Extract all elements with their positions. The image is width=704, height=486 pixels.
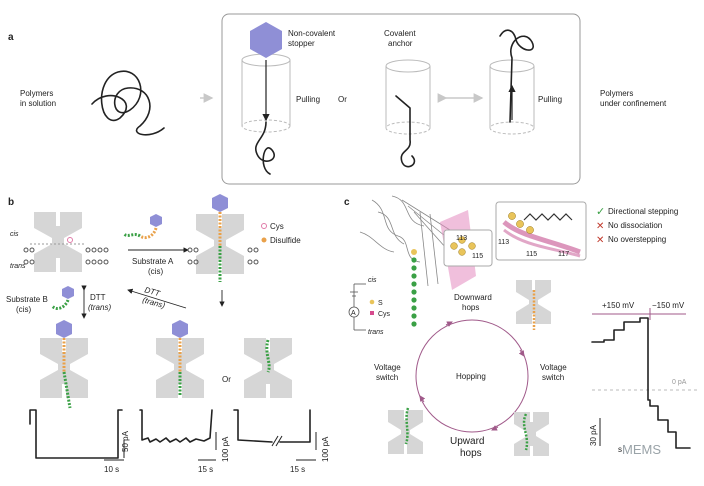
trace-1 (29, 409, 123, 459)
voltage-switch-right-line1: Voltage (540, 363, 567, 372)
scale-pa-label: 30 pA (589, 424, 598, 446)
scale-1-pa: 50 pA (121, 430, 130, 452)
pore-2-stopper (212, 194, 228, 212)
substrate-a-line2: (cis) (148, 267, 163, 276)
panel-a-label: a (8, 32, 14, 43)
scale-s-label: s (618, 445, 622, 454)
cross-icon: ✕ (596, 221, 604, 232)
scale-2-pa: 100 pA (221, 436, 230, 462)
pulling-label-1: Pulling (296, 95, 320, 104)
arrow-dtt-diagonal (127, 288, 187, 309)
stopper-label-line1: Non-covalent (288, 29, 336, 38)
polymers-in-solution-line2: in solution (20, 99, 56, 108)
cross-icon: ✕ (596, 235, 604, 246)
inset-2-res-115: 115 (526, 251, 537, 258)
green-chain (411, 257, 417, 327)
substrate-b-chain (50, 299, 70, 310)
inset-2-res-117: 117 (558, 251, 569, 258)
legend-disulfide-label: Disulfide (270, 236, 301, 245)
legend-cys-label: Cys (270, 222, 284, 231)
dtt-diag-line2: (trans) (141, 295, 166, 310)
voltage-pos-label: +150 mV (602, 301, 635, 310)
watermark: MEMS (622, 442, 661, 457)
circuit (348, 283, 366, 331)
trans-label-c: trans (368, 329, 384, 336)
voltage-neg-label: −150 mV (652, 301, 685, 310)
inset-1-res-113: 113 (456, 235, 467, 242)
trace-2 (139, 409, 213, 443)
polymers-confinement-line2: under confinement (600, 99, 667, 108)
upward-hops-line2: hops (460, 448, 482, 459)
legend-cys-dot (261, 223, 267, 229)
polymers-in-solution-line1: Polymers (20, 89, 53, 98)
scale-3-s: 15 s (290, 465, 305, 474)
ammeter-symbol: A (351, 310, 356, 317)
pore-1 (30, 212, 84, 272)
dtt-left-line1: DTT (90, 293, 106, 302)
checklist-item-1: Directional stepping (608, 207, 678, 216)
pulling-label-2: Pulling (538, 95, 562, 104)
voltage-switch-left-line1: Voltage (374, 363, 401, 372)
cylinder-anchor (385, 59, 431, 168)
voltage-switch-left-line2: switch (376, 373, 398, 382)
s-legend-label: S (378, 300, 383, 307)
cycle-pore-bottom-left (388, 410, 423, 454)
protein-ribbon (359, 195, 451, 287)
cys-legend-label: Cys (378, 311, 391, 318)
substrate-a-line1: Substrate A (132, 257, 174, 266)
legend-disulfide-dot (261, 237, 267, 243)
inset-2-res-113: 113 (498, 239, 509, 246)
substrate-a-chain (139, 227, 158, 240)
or-label-a: Or (338, 95, 347, 104)
s-legend-dot (369, 299, 375, 305)
stopper-hexagon (250, 22, 282, 58)
stopper-label-line2: stopper (288, 39, 315, 48)
inset-1 (443, 229, 493, 267)
anchor-label-line1: Covalent (384, 29, 416, 38)
substrate-b-hexagon (62, 286, 74, 299)
polymers-confinement-line1: Polymers (600, 89, 633, 98)
checklist-item-2: No dissociation (608, 221, 662, 230)
substrate-a-hexagon (150, 214, 162, 227)
cis-label-b: cis (10, 231, 19, 238)
scale-2-s: 15 s (198, 465, 213, 474)
scale-1-s: 10 s (104, 465, 119, 474)
anchor-label-line2: anchor (388, 39, 413, 48)
trans-label-b: trans (10, 263, 26, 270)
hopping-label: Hopping (456, 372, 486, 381)
checklist: ✓ Directional stepping ✕ No dissociation… (596, 206, 678, 246)
check-icon: ✓ (596, 206, 605, 218)
dtt-left-line2: (trans) (88, 303, 111, 312)
panel-b-label: b (8, 197, 14, 208)
cis-label-c: cis (368, 277, 377, 284)
hopping-cycle (415, 319, 529, 433)
cylinder-pulled (489, 29, 535, 135)
zero-pa-label: 0 pA (672, 379, 687, 386)
cycle-pore-bottom-right (514, 412, 549, 456)
current-trace (591, 317, 691, 449)
dtt-diag-line1: DTT (143, 285, 161, 298)
substrate-b-line1: Substrate B (6, 295, 48, 304)
substrate-b-line2: (cis) (16, 305, 31, 314)
voltage-switch-right-line2: switch (542, 373, 564, 382)
or-label-b: Or (222, 375, 231, 384)
downward-hops-line2: hops (462, 303, 479, 312)
pore-1-cys (67, 237, 73, 243)
confinement-box (221, 13, 581, 185)
checklist-item-3: No overstepping (608, 235, 666, 244)
lipids-1 (23, 247, 109, 265)
scale-3-pa: 100 pA (321, 436, 330, 462)
cys-legend-square (370, 311, 374, 315)
trace-3 (233, 409, 311, 443)
downward-hops-line1: Downward (454, 293, 492, 302)
lipids-2 (187, 247, 259, 265)
cylinder-stopper (241, 53, 291, 175)
upward-hops-line1: Upward (450, 436, 484, 447)
panel-c-label: c (344, 197, 350, 208)
inset-1-res-115: 115 (472, 253, 483, 260)
tangled-polymer (91, 70, 165, 136)
